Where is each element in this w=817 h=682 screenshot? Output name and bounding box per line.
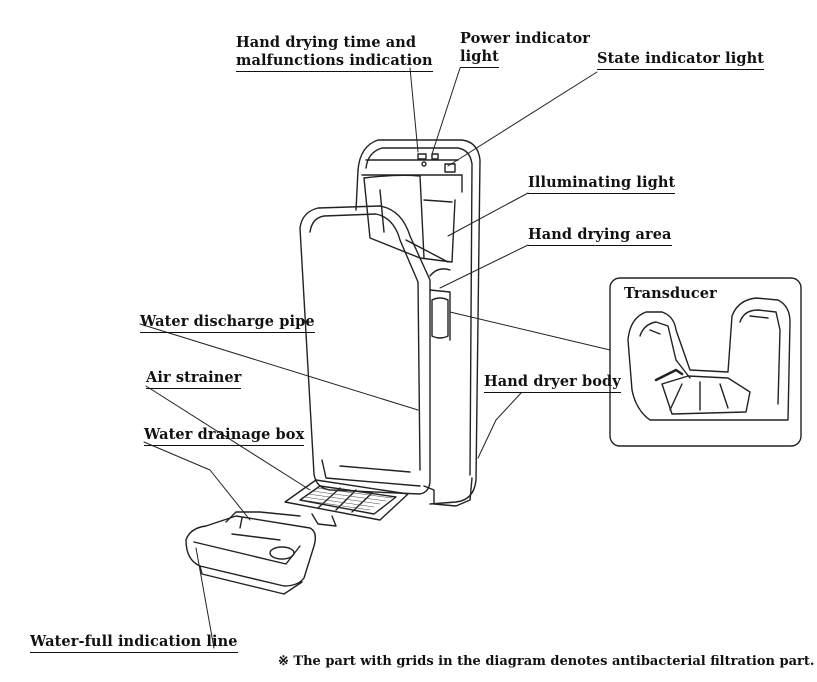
label-state-text: State indicator light (597, 50, 765, 70)
label-drain-box: Water drainage box (144, 426, 305, 446)
label-drying-area-text: Hand drying area (528, 226, 672, 246)
label-water-full: Water-full indication line (30, 633, 238, 653)
footnote: ※ The part with grids in the diagram den… (278, 654, 815, 669)
hand-opening (363, 174, 456, 263)
label-power-line2-text: light (460, 48, 499, 68)
label-time-line2-text: malfunctions indication (236, 52, 433, 72)
label-drying-area: Hand drying area (528, 226, 672, 246)
air-strainer-drawing (284, 479, 409, 527)
label-transducer: Transducer (624, 285, 717, 302)
transducer-inset (609, 277, 802, 447)
label-time-line1: Hand drying time and (236, 34, 417, 51)
label-discharge: Water discharge pipe (140, 313, 315, 333)
label-strainer: Air strainer (146, 369, 242, 389)
label-state: State indicator light (597, 50, 765, 70)
leader-lines (139, 67, 611, 649)
label-strainer-text: Air strainer (146, 369, 242, 389)
dryer-front-panel (299, 205, 451, 495)
water-drainage-box-drawing (185, 511, 317, 595)
label-drain-box-text: Water drainage box (144, 426, 305, 446)
label-power-line2: light (460, 48, 499, 68)
dryer-base (321, 459, 473, 507)
label-discharge-text: Water discharge pipe (140, 313, 315, 333)
label-time-line2: malfunctions indication (236, 52, 433, 72)
label-water-full-text: Water-full indication line (30, 633, 238, 653)
label-power-line1: Power indicator (460, 30, 591, 47)
label-body: Hand dryer body (484, 373, 621, 393)
label-illuminating: Illuminating light (528, 174, 676, 194)
label-body-text: Hand dryer body (484, 373, 621, 393)
label-illuminating-text: Illuminating light (528, 174, 676, 194)
